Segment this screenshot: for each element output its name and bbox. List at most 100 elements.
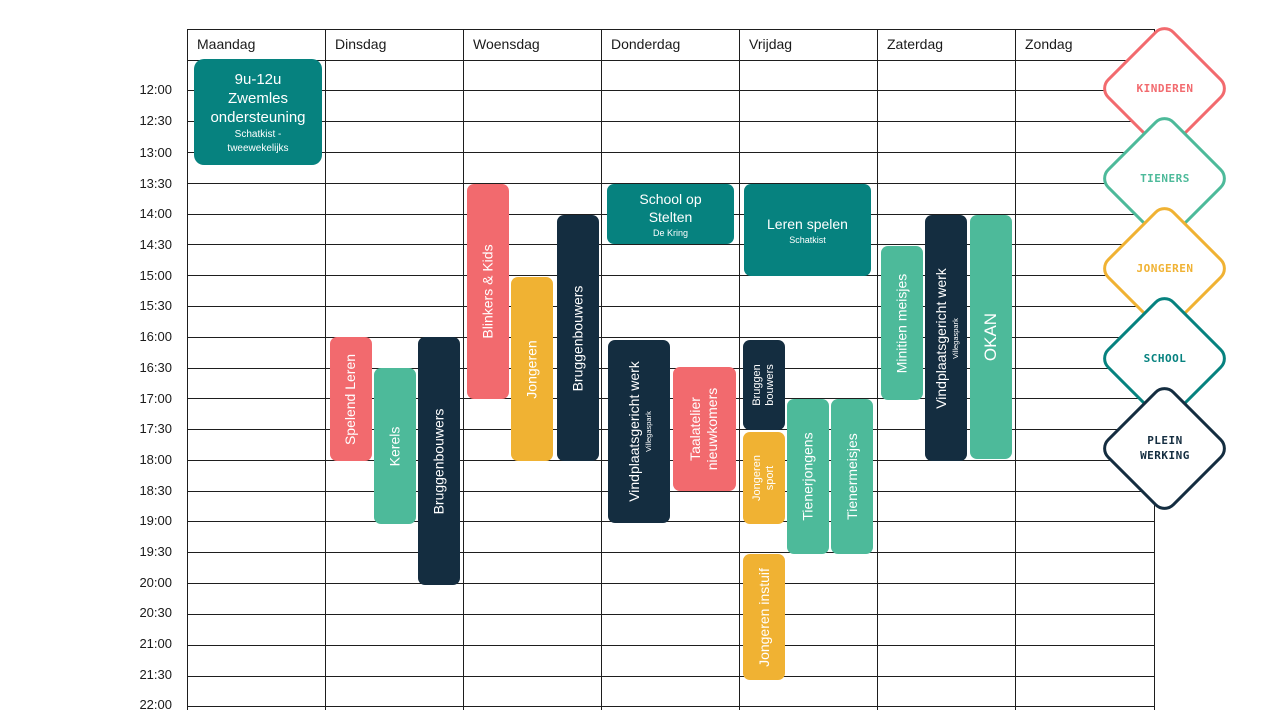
grid-row-line [187,368,1154,369]
day-header-zaterdag: Zaterdag [887,36,944,52]
day-header-woensdag: Woensdag [473,36,540,52]
grid-row-line [187,614,1154,615]
time-label: 19:00 [139,513,172,528]
event-title: Jongeren instuif [755,567,772,667]
event-vindplaatsgericht-werk[interactable]: Vindplaatsgericht werk Villegaspark [925,215,967,461]
event-leren-spelen[interactable]: Leren spelen Schatkist [744,184,871,276]
event-vindplaatsgericht-werk[interactable]: Vindplaatsgericht werk Villegaspark [608,340,670,523]
grid-row-line [187,398,1154,399]
time-label: 19:30 [139,544,172,559]
grid-row-line [187,275,1154,276]
event-bruggen-bouwers[interactable]: Bruggen bouwers [743,340,785,430]
event-zwemles[interactable]: 9u-12u Zwemles ondersteuning Schatkist -… [194,59,322,165]
event-title: sport [764,465,776,491]
legend-label-line: PLEIN [1147,434,1183,447]
event-title: Blinkers & Kids [479,244,496,339]
time-label: 13:30 [139,176,172,191]
grid-row-line [187,90,1154,91]
event-location: Villegaspark [950,317,960,359]
time-label: 21:00 [139,636,172,651]
grid-column-line [739,29,740,710]
time-label: 22:00 [139,697,172,712]
legend-label-line: WERKING [1140,449,1190,462]
event-bruggenbouwers[interactable]: Bruggenbouwers [418,337,460,585]
time-label: 17:30 [139,421,172,436]
time-label: 15:00 [139,268,172,283]
grid-column-line [601,29,602,710]
time-label: 20:00 [139,575,172,590]
time-label: 13:00 [139,145,172,160]
time-label: 15:30 [139,298,172,313]
time-label: 14:30 [139,237,172,252]
grid-row-line [187,676,1154,677]
event-title: School op [639,190,702,207]
event-spelend-leren[interactable]: Spelend Leren [330,337,372,461]
event-jongeren-instuif[interactable]: Jongeren instuif [743,554,785,680]
time-label: 18:30 [139,483,172,498]
event-tienerjongens[interactable]: Tienerjongens [787,399,829,554]
grid-row-line [187,552,1154,553]
grid-row-line [187,706,1154,707]
event-school-op-stelten[interactable]: School op Stelten De Kring [607,184,734,244]
event-title: Jongeren [523,339,540,399]
legend-label-jongeren: JONGEREN [1136,262,1194,275]
event-title: Tienermeisjes [843,433,860,520]
time-label: 12:00 [139,82,172,97]
time-label: 18:00 [139,452,172,467]
event-blinkers-kids[interactable]: Blinkers & Kids [467,184,509,399]
event-jongeren[interactable]: Jongeren [511,277,553,461]
grid-column-line [187,29,188,710]
event-minitien-meisjes[interactable]: Minitien meisjes [881,246,923,400]
legend-label-kinderen: KINDEREN [1136,82,1194,95]
day-header-maandag: Maandag [197,36,256,52]
grid-row-line [187,29,1154,30]
grid-row-line [187,460,1154,461]
grid-column-line [325,29,326,710]
grid-row-line [187,152,1154,153]
grid-column-line [877,29,878,710]
event-title: Vindplaatsgericht werk [625,361,642,502]
event-location: Villegaspark [643,411,653,452]
grid-row-line [187,244,1154,245]
grid-row-line [187,645,1154,646]
event-location: De Kring [652,227,688,238]
time-label: 20:30 [139,605,172,620]
grid-row-line [187,337,1154,338]
event-title: Taalatelier [687,397,704,461]
event-jongeren-sport[interactable]: Jongeren sport [743,432,785,524]
event-title: Bruggenbouwers [569,285,586,391]
legend-label-tieners: TIENERS [1140,172,1190,185]
event-title: Stelten [648,208,693,225]
time-label: 17:00 [139,391,172,406]
grid-column-line [1015,29,1016,710]
event-title: bouwers [764,364,776,406]
event-title: Zwemles [227,89,288,107]
event-taalatelier[interactable]: Taalatelier nieuwkomers [673,367,736,491]
event-title: ondersteuning [210,108,306,126]
event-title: OKAN [981,312,1000,362]
grid-row-line [187,183,1154,184]
day-header-zondag: Zondag [1025,36,1073,52]
event-title: Jongeren [751,455,763,501]
time-label: 21:30 [139,667,172,682]
legend-label-school: SCHOOL [1143,352,1187,365]
event-bruggenbouwers[interactable]: Bruggenbouwers [557,215,599,461]
time-label: 14:00 [139,206,172,221]
event-title: Spelend Leren [342,353,359,445]
grid-row-line [187,429,1154,430]
legend-label-pleinwerking: PLEIN WERKING [1110,433,1220,463]
grid-row-line [187,60,1154,61]
event-location: Schatkist - [234,128,282,140]
event-tienermeisjes[interactable]: Tienermeisjes [831,399,873,554]
event-location: tweewekelijks [227,142,289,154]
event-kerels[interactable]: Kerels [374,368,416,524]
event-okan[interactable]: OKAN [970,215,1012,459]
grid-row-line [187,306,1154,307]
event-title: Bruggen [751,364,763,406]
time-label: 16:00 [139,329,172,344]
event-title: Leren spelen [767,215,848,232]
day-header-dinsdag: Dinsdag [335,36,387,52]
event-location: Schatkist [789,234,826,245]
event-title: nieuwkomers [704,387,721,471]
